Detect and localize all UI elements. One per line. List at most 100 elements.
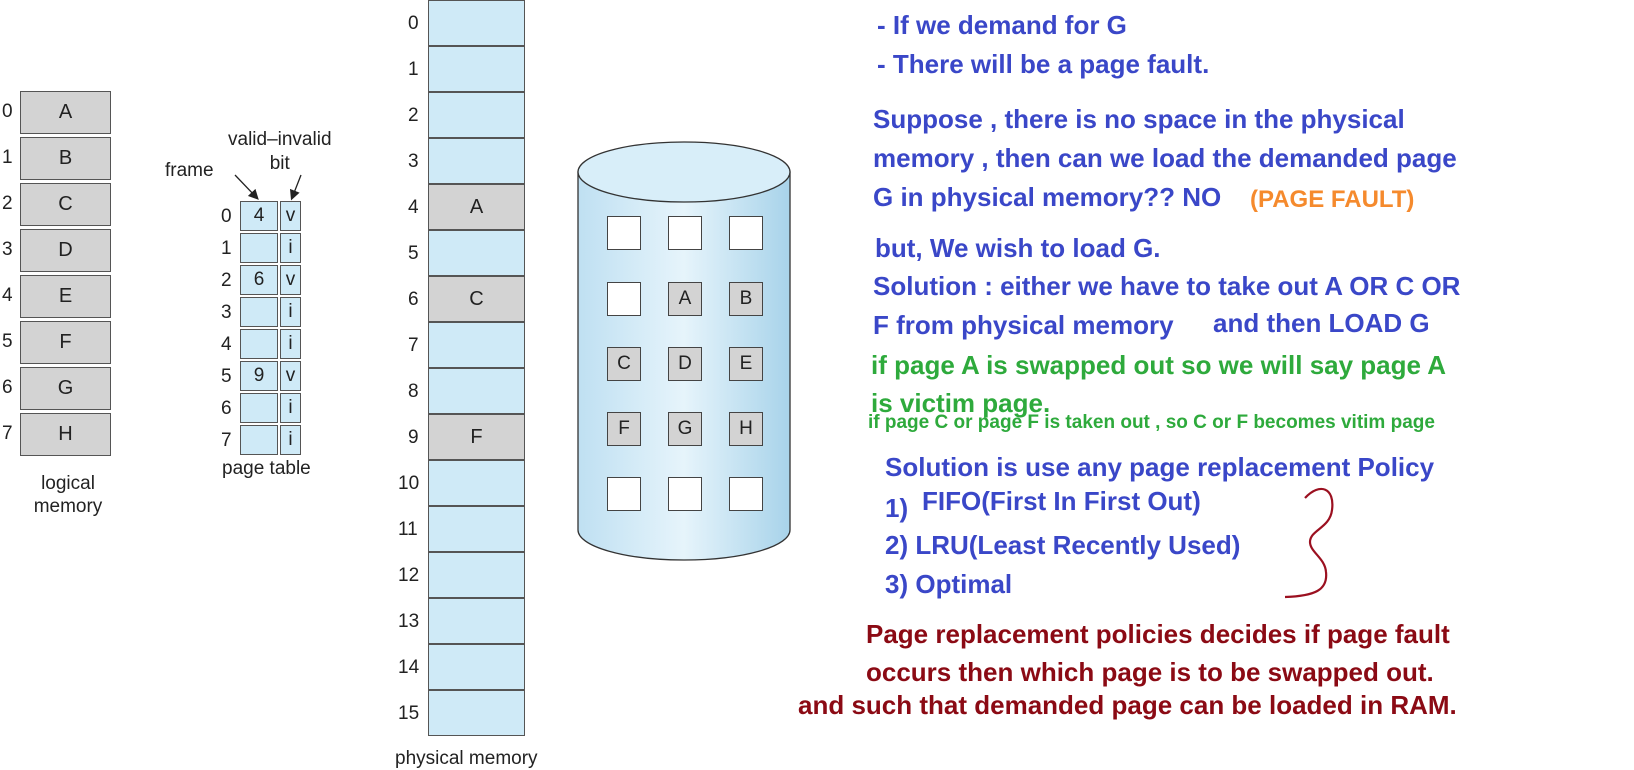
note-g-physical: G in physical memory?? NO xyxy=(873,182,1222,212)
disk-page-slot xyxy=(607,216,641,250)
note-demand-g: - If we demand for G xyxy=(877,10,1127,40)
note-load-g: and then LOAD G xyxy=(1213,308,1430,338)
physical-memory-index: 10 xyxy=(398,473,420,494)
page-table-frame xyxy=(240,393,278,423)
logical-memory-index: 6 xyxy=(2,377,13,398)
page-table-valid-bit: i xyxy=(280,425,301,455)
physical-memory-index: 8 xyxy=(408,381,419,402)
page-table-frame: 4 xyxy=(240,201,278,231)
logical-memory-page: D xyxy=(20,229,111,272)
page-table-index: 0 xyxy=(221,206,232,227)
physical-memory-frame xyxy=(428,0,525,46)
page-table-label: page table xyxy=(222,458,311,479)
disk-page-slot: G xyxy=(668,412,702,446)
logical-memory-index: 2 xyxy=(2,193,13,214)
note-which-swapped: occurs then which page is to be swapped … xyxy=(866,657,1434,687)
physical-memory-frame xyxy=(428,92,525,138)
page-table-frame: 6 xyxy=(240,265,278,295)
disk-page-slot: D xyxy=(668,347,702,381)
physical-memory-frame xyxy=(428,138,525,184)
logical-memory-page: F xyxy=(20,321,111,364)
note-victim-a: if page A is swapped out so we will say … xyxy=(871,350,1447,380)
note-loaded-ram: and such that demanded page can be loade… xyxy=(798,690,1457,720)
logical-memory-label-line1: logical xyxy=(41,473,95,494)
logical-memory-page: G xyxy=(20,367,111,410)
disk-page-slot: E xyxy=(729,347,763,381)
logical-memory-page: B xyxy=(20,137,111,180)
physical-memory-frame: C xyxy=(428,276,525,322)
disk-page-slot: B xyxy=(729,282,763,316)
page-table-frame xyxy=(240,233,278,263)
note-victim-c-f: if page C or page F is taken out , so C … xyxy=(868,412,1435,433)
disk-page-slot: F xyxy=(607,412,641,446)
page-table-frame xyxy=(240,297,278,327)
physical-memory-index: 2 xyxy=(408,105,419,126)
frame-arrow xyxy=(234,174,259,200)
page-table-index: 5 xyxy=(221,366,232,387)
physical-memory-frame xyxy=(428,368,525,414)
physical-memory-index: 3 xyxy=(408,151,419,172)
note-suppose: Suppose , there is no space in the physi… xyxy=(873,104,1405,134)
physical-memory-frame xyxy=(428,552,525,598)
logical-memory-index: 4 xyxy=(2,285,13,306)
physical-memory-index: 6 xyxy=(408,289,419,310)
page-table-valid-bit: v xyxy=(280,201,301,231)
disk-page-slot xyxy=(729,477,763,511)
physical-memory-index: 0 xyxy=(408,13,419,34)
page-table-frame: 9 xyxy=(240,361,278,391)
valid-invalid-label: valid–invalid bit xyxy=(228,128,332,176)
physical-memory-index: 7 xyxy=(408,335,419,356)
disk-page-slot xyxy=(729,216,763,250)
policy-1-number: 1) xyxy=(885,493,909,523)
note-page-fault-tag: (PAGE FAULT) xyxy=(1250,186,1415,213)
physical-memory-frame xyxy=(428,690,525,736)
disk-page-slot xyxy=(668,477,702,511)
page-table-index: 4 xyxy=(221,334,232,355)
note-policies-decide: Page replacement policies decides if pag… xyxy=(866,619,1450,649)
note-victim-page: is victim page. xyxy=(871,388,1051,418)
physical-memory-frame xyxy=(428,644,525,690)
logical-memory-page: A xyxy=(20,91,111,134)
physical-memory-frame xyxy=(428,46,525,92)
disk-page-slot xyxy=(607,282,641,316)
physical-memory-frame: F xyxy=(428,414,525,460)
page-table-valid-bit: i xyxy=(280,393,301,423)
page-table-index: 1 xyxy=(221,238,232,259)
physical-memory-index: 13 xyxy=(398,611,420,632)
page-table-valid-bit: i xyxy=(280,329,301,359)
brace-mark xyxy=(1284,487,1334,599)
physical-memory-index: 1 xyxy=(408,59,419,80)
note-from-physical: F from physical memory xyxy=(873,310,1174,340)
page-table-index: 3 xyxy=(221,302,232,323)
logical-memory-label: logical memory xyxy=(28,472,108,518)
frame-label: frame xyxy=(165,160,214,181)
disk-page-slot: C xyxy=(607,347,641,381)
logical-memory-index: 3 xyxy=(2,239,13,260)
physical-memory-index: 9 xyxy=(408,427,419,448)
disk-page-slot xyxy=(607,477,641,511)
physical-memory-index: 4 xyxy=(408,197,419,218)
valid-invalid-label-line1: valid–invalid xyxy=(228,129,332,150)
physical-memory-index: 11 xyxy=(398,519,418,540)
page-table-index: 7 xyxy=(221,430,232,451)
note-wish-load: but, We wish to load G. xyxy=(875,233,1161,263)
logical-memory-index: 7 xyxy=(2,423,13,444)
physical-memory-index: 5 xyxy=(408,243,419,264)
logical-memory-label-line2: memory xyxy=(33,496,103,517)
physical-memory-frame xyxy=(428,598,525,644)
logical-memory-page: E xyxy=(20,275,111,318)
disk-page-slot: A xyxy=(668,282,702,316)
disk-page-slot xyxy=(668,216,702,250)
physical-memory-frame: A xyxy=(428,184,525,230)
physical-memory-label: physical memory xyxy=(395,748,538,769)
physical-memory-index: 15 xyxy=(398,703,420,724)
page-table-frame xyxy=(240,425,278,455)
policy-optimal: 3) Optimal xyxy=(885,569,1013,599)
page-table-frame xyxy=(240,329,278,359)
page-table-valid-bit: v xyxy=(280,265,301,295)
policy-fifo: FIFO(First In First Out) xyxy=(922,486,1201,516)
physical-memory-frame xyxy=(428,322,525,368)
page-table-valid-bit: i xyxy=(280,297,301,327)
policy-lru: 2) LRU(Least Recently Used) xyxy=(885,530,1241,560)
note-memory-load: memory , then can we load the demanded p… xyxy=(873,143,1457,173)
